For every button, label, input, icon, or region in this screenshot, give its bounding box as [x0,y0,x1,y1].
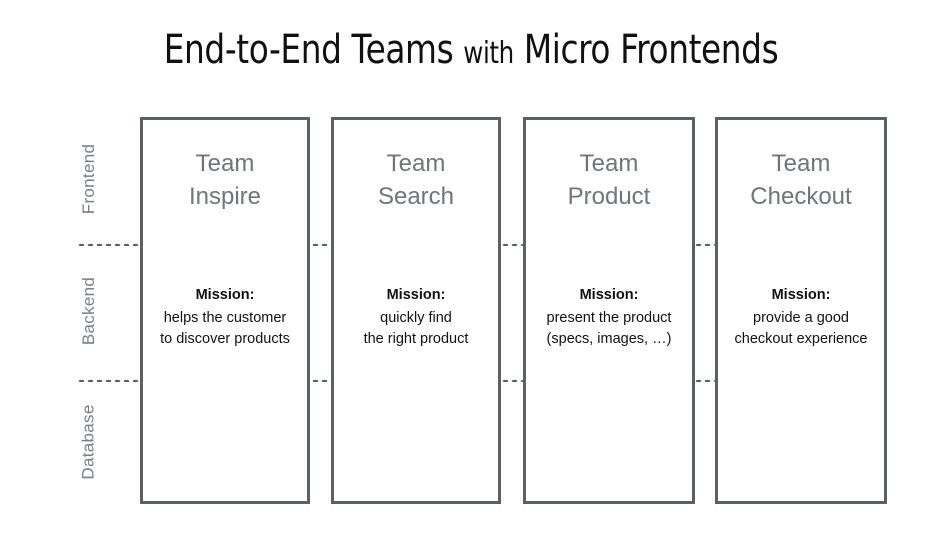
mission-line-2: checkout experience [734,331,868,347]
mission-label: Mission: [771,287,831,303]
team-name-line1: Team [195,150,255,177]
team-name-inspire: Team Inspire [143,147,307,213]
team-name-line1: Team [386,150,446,177]
page-title: End-to-End Teams with Micro Frontends [85,26,857,78]
team-name-search: Team Search [334,147,498,213]
divider-segment-gap-1 [311,379,333,383]
axis-label-frontend: Frontend [72,117,106,241]
team-name-line2: Product [567,183,651,210]
divider-segment-left [77,243,141,247]
page-title-with: with [463,36,514,71]
divider-segment-gap-3 [694,243,716,247]
divider-segment-left [77,379,141,383]
mission-line-1: helps the customer [163,310,287,326]
mission-line-2: to discover products [160,331,290,347]
page-title-part2: Micro Frontends [513,27,779,73]
team-name-line1: Team [579,150,639,177]
axis-label-database: Database [72,380,106,504]
team-mission-checkout: Mission: provide a good checkout experie… [722,285,880,350]
team-name-line2: Search [377,183,455,210]
mission-line-1: quickly find [380,310,452,326]
team-column-search[interactable]: Team Search Mission: quickly find the ri… [331,117,501,504]
team-column-checkout[interactable]: Team Checkout Mission: provide a good ch… [715,117,887,504]
mission-label: Mission: [195,287,255,303]
axis-label-database-text: Database [79,404,98,480]
divider-segment-gap-3 [694,379,716,383]
axis-label-backend: Backend [72,241,106,380]
team-column-inspire[interactable]: Team Inspire Mission: helps the customer… [140,117,310,504]
layer-axis: Frontend Backend Database [72,117,106,504]
mission-label: Mission: [579,287,639,303]
team-name-checkout: Team Checkout [718,147,884,213]
team-column-product[interactable]: Team Product Mission: present the produc… [523,117,695,504]
mission-line-1: present the product [546,310,672,326]
team-name-line2: Inspire [188,183,262,210]
team-name-line1: Team [771,150,831,177]
team-mission-search: Mission: quickly find the right product [338,285,494,350]
mission-label: Mission: [386,287,446,303]
team-name-line2: Checkout [750,183,852,210]
page-title-part1: End-to-End Teams [163,27,464,73]
mission-line-2: (specs, images, …) [546,331,672,347]
axis-label-frontend-text: Frontend [79,143,99,215]
team-mission-inspire: Mission: helps the customer to discover … [147,285,303,350]
axis-label-backend-text: Backend [79,276,99,345]
team-mission-product: Mission: present the product (specs, ima… [530,285,688,350]
mission-line-1: provide a good [753,310,849,326]
mission-line-2: the right product [363,331,469,347]
divider-segment-gap-2 [501,379,523,383]
divider-segment-gap-2 [501,243,523,247]
divider-segment-gap-1 [311,243,333,247]
team-name-product: Team Product [526,147,692,213]
